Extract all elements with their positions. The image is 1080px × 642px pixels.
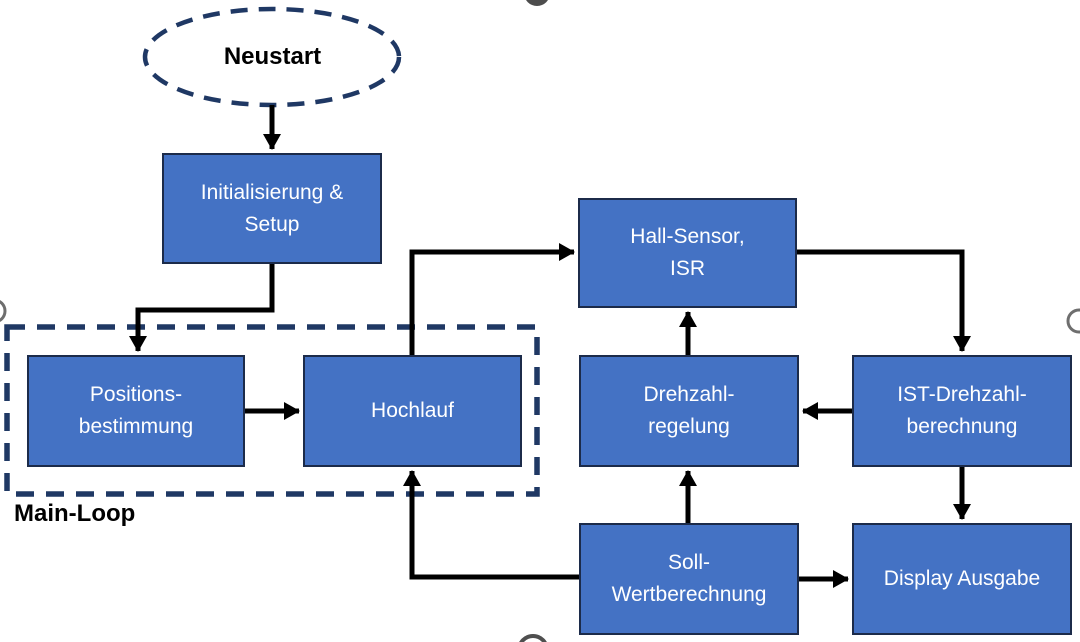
selection-handle-top[interactable] bbox=[524, 0, 550, 6]
node-label-line: Hochlauf bbox=[371, 399, 454, 423]
main-loop-label: Main-Loop bbox=[14, 500, 136, 527]
arrow-hochlauf-to-hall bbox=[409, 243, 575, 355]
node-label-line: ISR bbox=[669, 257, 705, 280]
arrow-init-to-positionsbestimmung bbox=[129, 264, 275, 352]
node-label-line: Display Ausgabe bbox=[883, 567, 1041, 591]
node-hall-sensor-isr: Hall-Sensor, ISR bbox=[578, 198, 797, 308]
selection-handle-right[interactable] bbox=[1066, 308, 1080, 334]
arrow-hall-to-ist bbox=[797, 249, 971, 352]
node-label-line: berechnung bbox=[906, 415, 1018, 438]
arrow-soll-to-hochlauf bbox=[403, 470, 579, 580]
node-label-line: Soll- bbox=[667, 551, 710, 575]
main-loop-region bbox=[4, 324, 540, 497]
node-label-line: Initialisierung & bbox=[200, 180, 344, 204]
selection-handle-left[interactable] bbox=[0, 300, 7, 322]
node-positionsbestimmung: Positions- bestimmung bbox=[27, 355, 245, 467]
node-neustart: Neustart bbox=[145, 8, 400, 106]
node-display-ausgabe: Display Ausgabe bbox=[852, 523, 1072, 635]
node-label-line: IST-Drehzahl- bbox=[897, 383, 1027, 407]
selection-handle-bottom[interactable] bbox=[519, 634, 547, 642]
node-label-line: Wertberechnung bbox=[611, 583, 767, 606]
node-ist-drehzahlberechnung: IST-Drehzahl- berechnung bbox=[852, 355, 1072, 467]
node-label-line: Drehzahl- bbox=[643, 383, 735, 407]
node-label-line: Setup bbox=[244, 212, 300, 236]
node-label-line: regelung bbox=[648, 415, 730, 438]
node-soll-wertberechnung: Soll- Wertberechnung bbox=[579, 523, 799, 635]
node-label-line: Hall-Sensor, bbox=[630, 225, 745, 249]
node-label-line: bestimmung bbox=[78, 415, 194, 438]
node-label-line: Positions- bbox=[89, 383, 183, 407]
node-hochlauf: Hochlauf bbox=[303, 355, 522, 467]
node-initialisierung-setup: Initialisierung & Setup bbox=[162, 153, 382, 264]
node-drehzahlregelung: Drehzahl- regelung bbox=[579, 355, 799, 467]
node-neustart-label: Neustart bbox=[223, 43, 322, 70]
